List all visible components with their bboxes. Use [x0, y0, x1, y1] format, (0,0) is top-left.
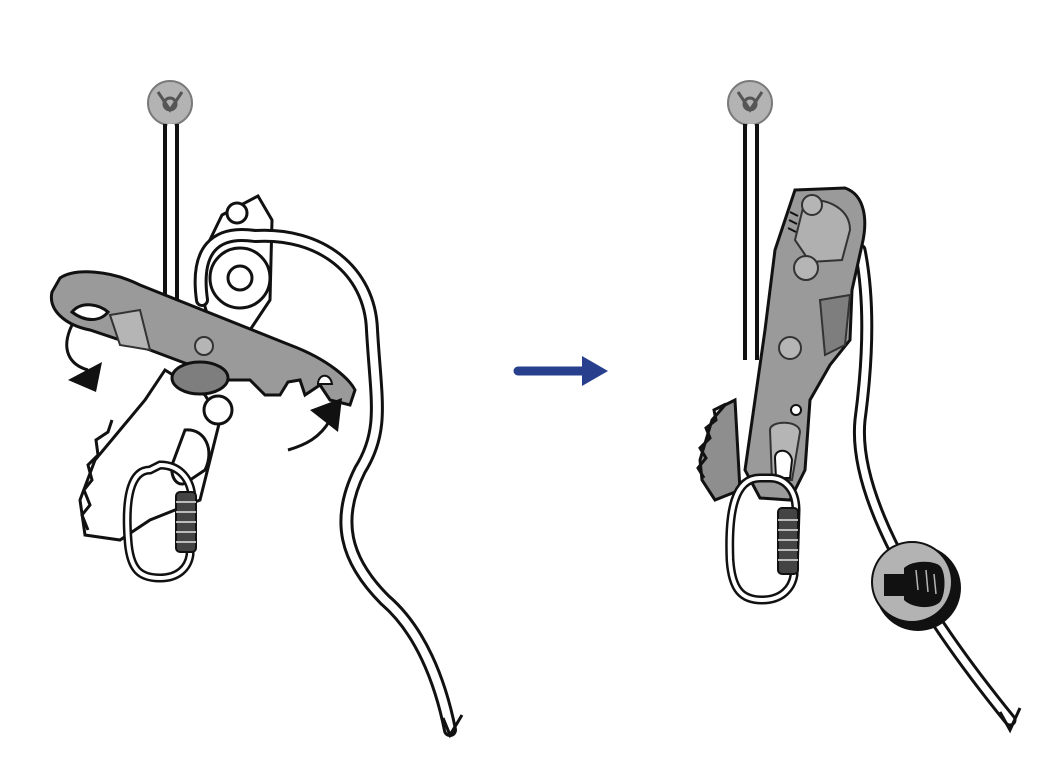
device-body-closed	[743, 186, 867, 502]
lever-handle-open	[49, 270, 357, 407]
upper-rope-right	[743, 124, 759, 360]
left-panel-open	[49, 80, 464, 739]
anchor-icon	[147, 80, 193, 126]
upper-rope	[163, 124, 179, 310]
main-rope-right	[852, 243, 1022, 734]
right-panel-closed	[696, 80, 1022, 734]
carabiner-icon-right	[725, 473, 801, 605]
rotation-arrow-icon	[65, 324, 342, 452]
fist-icon	[871, 541, 961, 631]
device-upper-body	[198, 194, 274, 332]
carabiner-icon	[122, 428, 211, 583]
device-teeth-right	[696, 397, 742, 502]
main-rope-left	[193, 228, 464, 739]
anchor-icon-right	[727, 80, 773, 126]
direction-arrow-icon	[513, 356, 608, 386]
pivot-ring	[170, 360, 234, 426]
